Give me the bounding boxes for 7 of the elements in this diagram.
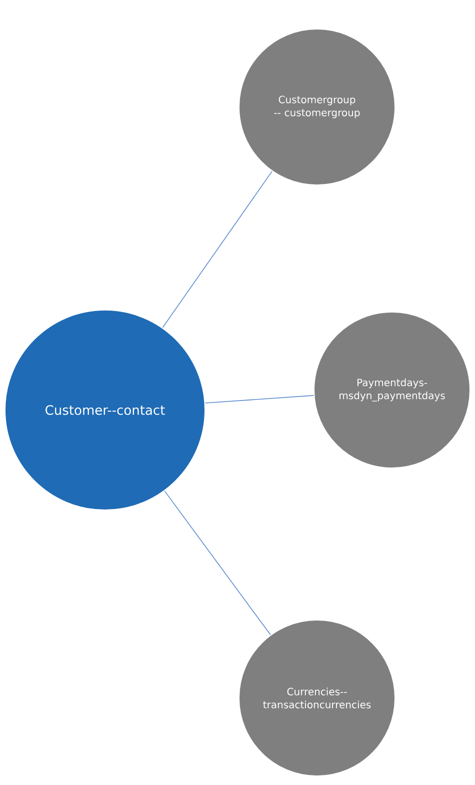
circle-node: Customergroup -- customergroup — [238, 28, 396, 186]
circle-node: Paymentdays-msdyn_paymentdays — [314, 312, 470, 468]
connector-line — [164, 490, 271, 636]
circle-node: Customer--contact — [4, 310, 206, 510]
circle-node: Currencies--transactioncurrencies — [238, 620, 396, 776]
connector-line — [204, 395, 314, 404]
connector-line — [162, 170, 272, 328]
